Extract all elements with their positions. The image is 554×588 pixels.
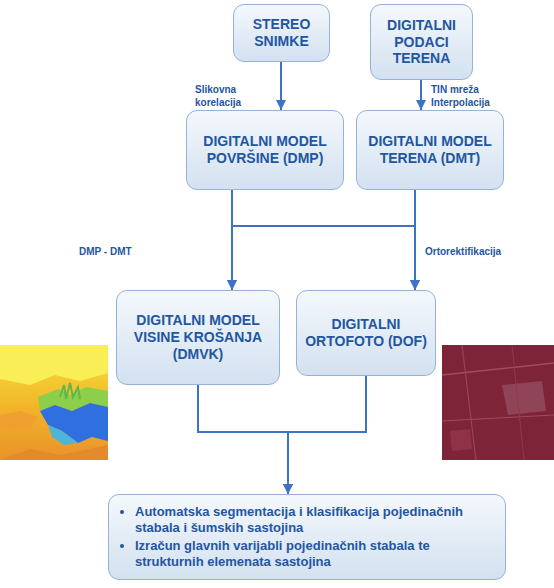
orthophoto-image [442, 345, 554, 460]
box-text: DIGITALNI MODEL POVRŠINE (DMP) [195, 133, 335, 167]
process-box: DIGITALNI MODEL VISINE KROŠANJA (DMVK) [116, 290, 280, 385]
flow-arrow [288, 376, 366, 494]
process-box: DIGITALNI MODEL TERENA (DMT) [356, 110, 504, 190]
edge-label: Ortorektifikacija [424, 246, 502, 259]
process-box: DIGITALNI MODEL POVRŠINE (DMP) [186, 110, 344, 190]
box-text: DIGITALNI ORTOFOTO (DOF) [305, 316, 427, 350]
process-box: DIGITALNI ORTOFOTO (DOF) [296, 290, 436, 376]
flow-arrow [232, 190, 415, 290]
edge-label: DMP - DMT [78, 246, 133, 259]
edge-label: TIN mreža Interpolacija [430, 84, 512, 109]
process-box: Automatska segmentacija i klasifikacija … [108, 494, 506, 580]
box-text: DIGITALNI MODEL TERENA (DMT) [365, 133, 495, 167]
edge-label: Slikovna korelacija [194, 84, 258, 109]
bullet-list: Automatska segmentacija i klasifikacija … [117, 503, 497, 571]
flow-arrow [280, 62, 282, 110]
box-text: DIGITALNI MODEL VISINE KROŠANJA (DMVK) [125, 312, 271, 362]
flow-arrow [198, 385, 288, 494]
flow-arrow [420, 80, 422, 110]
flow-arrow [414, 190, 416, 290]
bullet-text: Izračun glavnih varijabli pojedinačnih s… [135, 538, 497, 571]
process-box: DIGITALNI PODACI TERENA [370, 4, 473, 80]
box-text: DIGITALNI PODACI TERENA [379, 17, 464, 67]
box-text: STEREO SNIMKE [242, 16, 321, 50]
bullet-text: Automatska segmentacija i klasifikacija … [135, 504, 497, 537]
canopy-height-image [0, 345, 108, 460]
flow-arrow [232, 190, 415, 290]
process-box: STEREO SNIMKE [233, 4, 330, 62]
